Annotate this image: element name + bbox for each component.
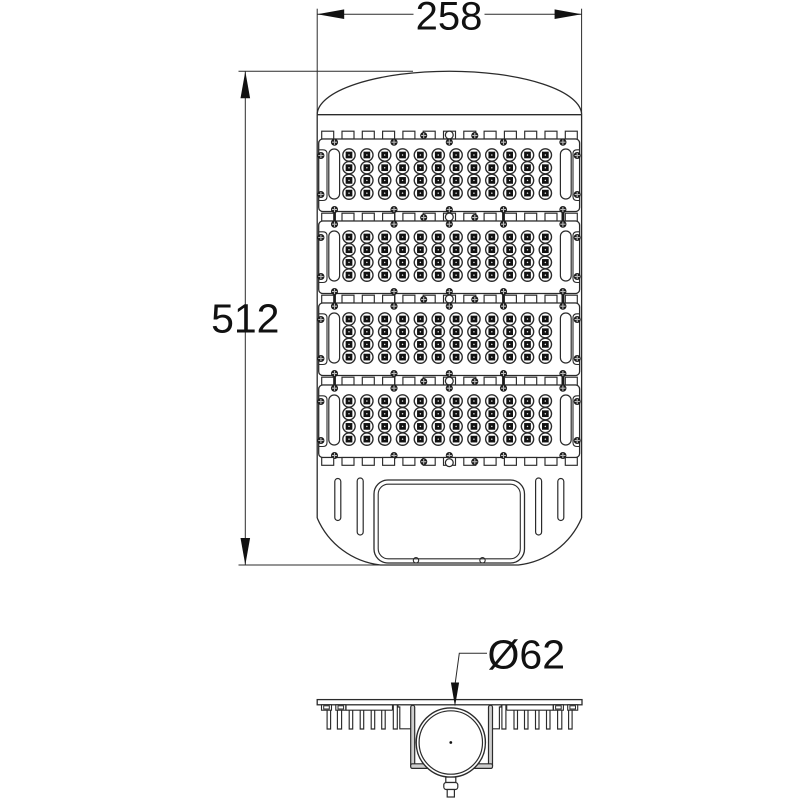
svg-text:258: 258 <box>416 0 483 39</box>
svg-text:512: 512 <box>211 296 279 342</box>
svg-text:Ø62: Ø62 <box>488 632 566 678</box>
